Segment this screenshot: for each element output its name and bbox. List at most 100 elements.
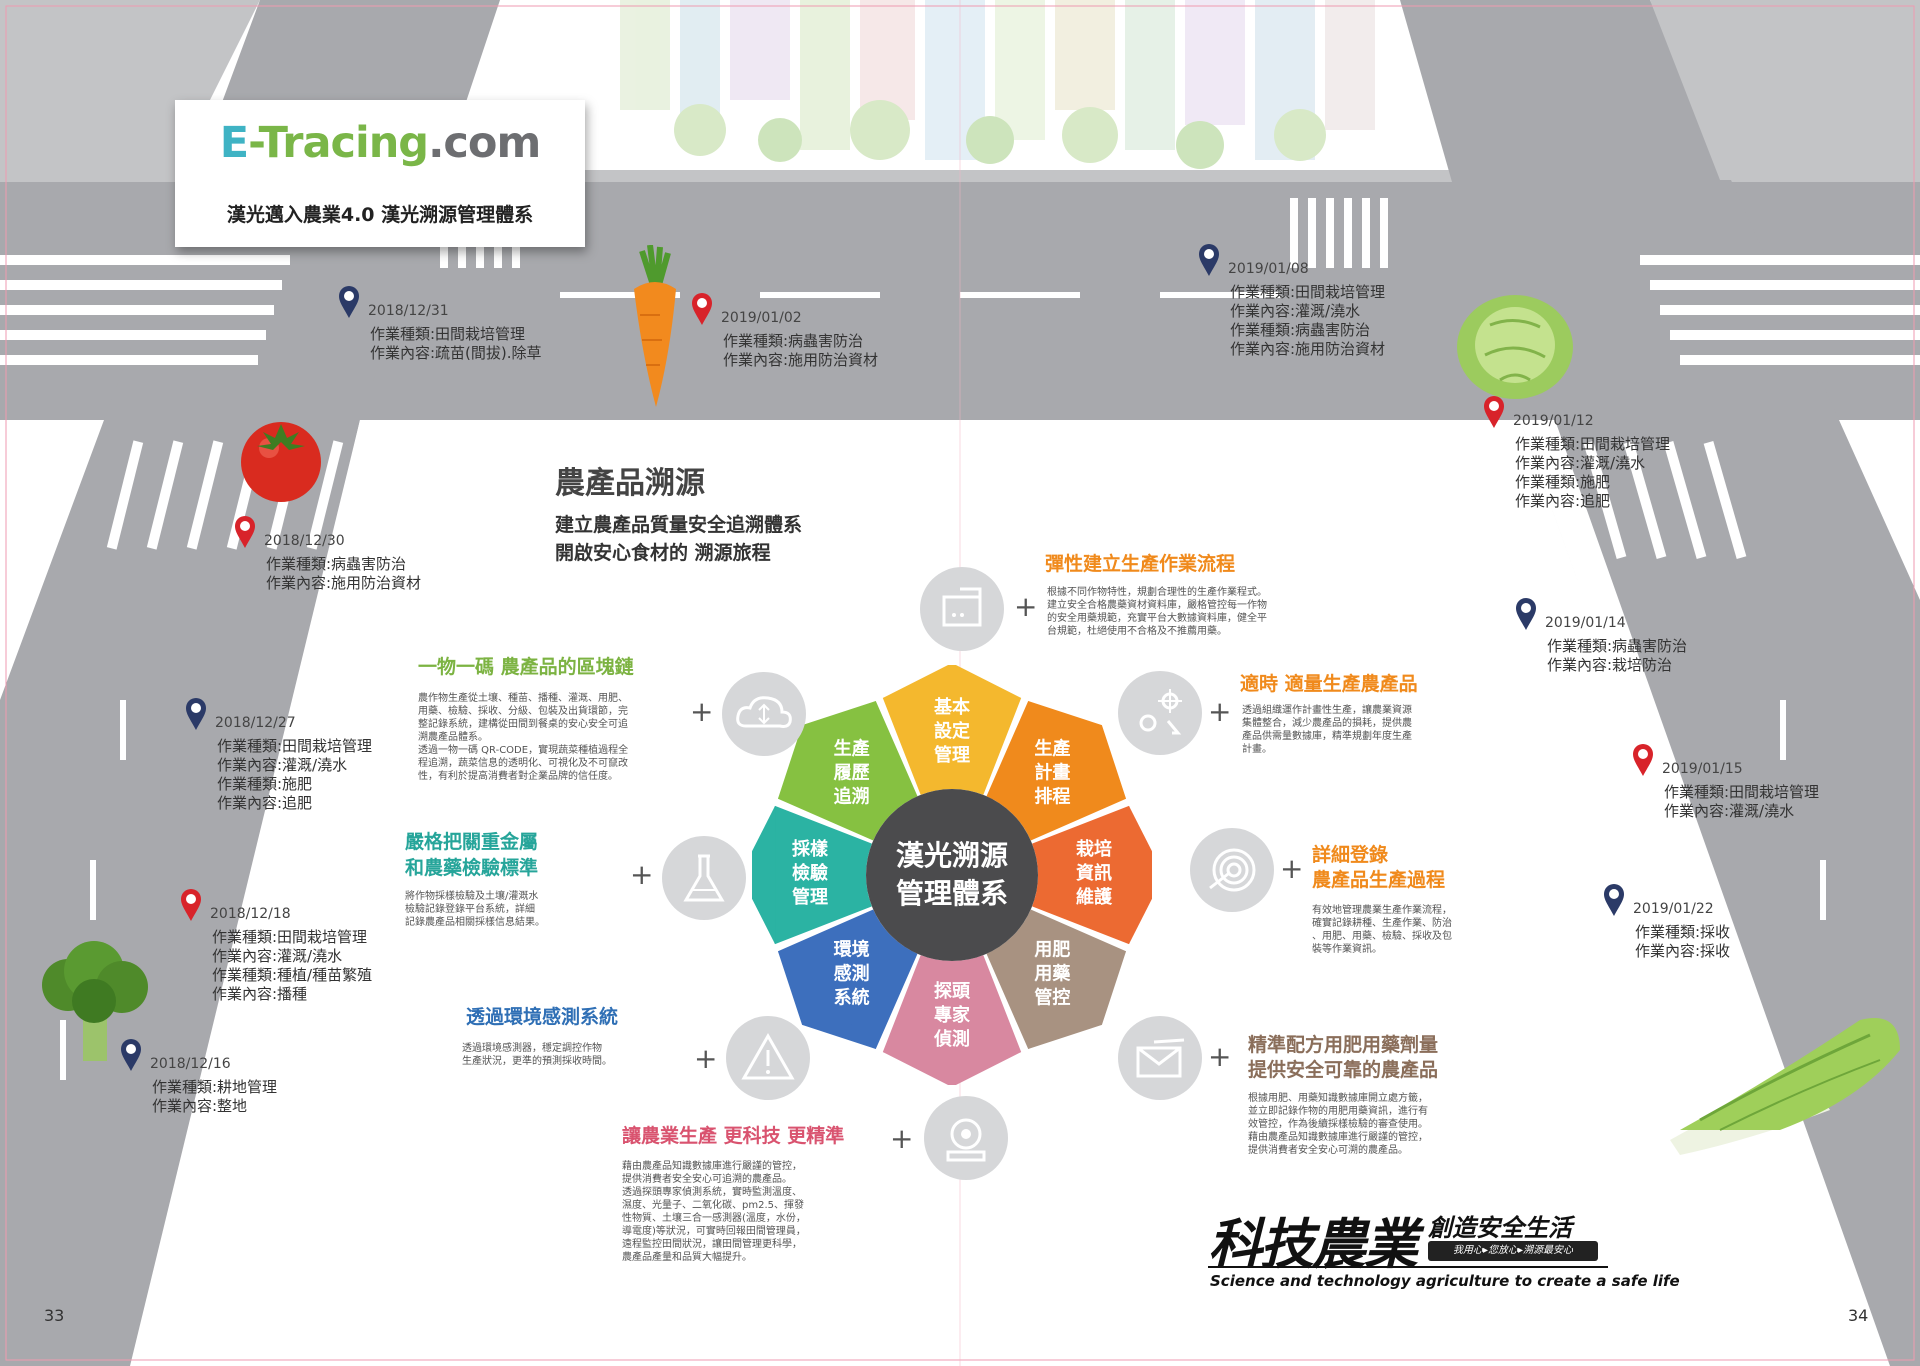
envelope-pen-icon — [1118, 1016, 1202, 1100]
wheel-segment-label: 檢驗 — [792, 862, 828, 884]
wheel-segment-label: 偵測 — [933, 1028, 970, 1050]
pin-red-icon — [692, 293, 712, 325]
section-body-line: 建立安全合格農藥資材資料庫，嚴格管控每一作物 — [1047, 600, 1267, 611]
camera-icon — [924, 1096, 1008, 1180]
cloud-sync-icon — [722, 672, 806, 756]
road-left — [0, 0, 500, 1366]
section-body-line: 用藥、檢驗、採收、分級、包裝及出貨環節，完 — [418, 706, 628, 717]
event-line: 作業內容:栽培防治 — [1547, 656, 1673, 674]
wheel-segment-label: 用肥 — [1034, 939, 1070, 960]
section-body-line: 透過組織運作計畫性生產，讓農業資源 — [1242, 705, 1412, 716]
event-line: 作業內容:施用防治資材 — [1230, 340, 1386, 358]
plus-sign: + — [1208, 695, 1232, 728]
event-line: 作業種類:田間栽培管理 — [212, 928, 368, 946]
event-line: 作業種類:病蟲害防治 — [723, 332, 864, 350]
plus-sign: + — [690, 695, 714, 728]
section-body-line: 性物質、土壤三合一感測器(溫度，水份， — [622, 1213, 806, 1224]
event-line: 作業種類:施肥 — [217, 775, 313, 793]
cabbage-icon — [1670, 1018, 1900, 1155]
event-line: 作業種類:田間栽培管理 — [1230, 283, 1386, 301]
heading-sub-1: 建立農產品質量安全追溯體系 — [555, 514, 803, 536]
pin-navy-icon — [1516, 598, 1536, 630]
wheel-center-line2: 管理體系 — [896, 877, 1008, 910]
logo-com: .com — [428, 118, 541, 168]
section-body-line: 程追溯，蔬菜信息的透明化、可視化及不可竄改 — [418, 758, 628, 769]
section-formula-title-1: 精準配方用肥用藥劑量 — [1248, 1034, 1439, 1056]
section-body-line: 根據用肥、用藥知識數據庫開立處方籤， — [1248, 1093, 1428, 1104]
event-line: 作業內容:整地 — [152, 1097, 248, 1115]
section-body-line: 透過環境感測器，穩定調控作物 — [462, 1043, 602, 1054]
plus-sign: + — [1280, 852, 1304, 885]
wheel-segment-label: 用藥 — [1034, 963, 1071, 984]
event-date: 2018/12/18 — [210, 906, 291, 922]
event-line: 作業種類:耕地管理 — [152, 1078, 278, 1096]
wheel-segment-label: 環境 — [834, 938, 870, 960]
event-date: 2018/12/30 — [264, 533, 345, 549]
section-body-line: 農產品產量和品質大幅提升。 — [622, 1252, 752, 1263]
section-flex-title: 彈性建立生產作業流程 — [1045, 553, 1236, 575]
slogan-english: Science and technology agriculture to cr… — [1210, 1272, 1680, 1290]
broccoli-icon — [42, 941, 148, 1061]
wheel-segment-label: 基本 — [933, 696, 970, 718]
wheel-segment-label: 專家 — [934, 1004, 971, 1026]
event-line: 作業內容:灌溉/澆水 — [212, 947, 343, 965]
plus-sign: + — [630, 858, 654, 891]
section-body-line: 確實記錄耕種、生產作業、防治 — [1312, 918, 1452, 929]
section-body-line: 透過一物一碼 QR-CODE，實現蔬菜種植過程全 — [418, 745, 629, 756]
event-line: 作業內容:施用防治資材 — [266, 574, 422, 592]
section-body-line: 提供消費者安全安心可追溯的農產品。 — [622, 1174, 792, 1185]
section-body-line: 的安全用藥規範，充實平台大數據資料庫，健全平 — [1047, 613, 1267, 624]
wheel-segment — [986, 700, 1127, 841]
wheel-segment — [986, 909, 1127, 1050]
event-line: 作業種類:病蟲害防治 — [266, 555, 407, 573]
wheel-center-line1: 漢光溯源 — [896, 839, 1008, 872]
event-date: 2019/01/15 — [1662, 761, 1743, 777]
heading-sub-2: 開啟安心食材的 溯源旅程 — [555, 542, 771, 564]
etracing-logo: E-Tracing.com — [175, 118, 585, 168]
carrot-icon — [634, 245, 676, 407]
event-line: 作業內容:施用防治資材 — [723, 351, 879, 369]
event-line: 作業內容:灌溉/澆水 — [1664, 802, 1795, 820]
wheel-segment — [777, 700, 918, 841]
section-body-line: 效管控，作為後續採樣檢驗的審查使用。 — [1248, 1119, 1428, 1130]
section-body-line: 生產狀況，更準的預測採收時間。 — [462, 1056, 612, 1067]
wheel-center — [866, 789, 1038, 961]
crosswalk-right — [1543, 255, 1920, 560]
section-tech-title: 讓農業生產 更科技 更精準 — [622, 1125, 845, 1147]
wheel-segment-label: 栽培 — [1076, 838, 1112, 860]
wheel-segment — [752, 805, 872, 945]
section-timely-body: 透過組織運作計畫性生產，讓農業資源集體整合，減少農產品的損耗，提供農產品供需量數… — [1242, 704, 1412, 756]
section-body-line: 產品供需量數據庫，精準規劃年度生產 — [1242, 731, 1412, 742]
section-record-title-2: 農產品生產過程 — [1312, 869, 1446, 891]
management-wheel: 基本設定管理生產計畫排程栽培資訊維護用肥用藥管控探頭專家偵測環境感測系統採樣檢驗… — [752, 665, 1152, 1085]
event-line: 作業種類:病蟲害防治 — [1547, 637, 1688, 655]
wheel-segment-tip — [752, 805, 776, 945]
wheel-segment-label: 追溯 — [834, 786, 870, 808]
pin-red-icon — [1633, 744, 1653, 776]
section-body-line: 性，有利於提高消費者對企業品牌的信任度。 — [418, 771, 618, 782]
event-line: 作業種類:採收 — [1635, 923, 1731, 941]
wheel-segment-tip — [777, 951, 876, 1050]
event-line: 作業種類:田間栽培管理 — [1515, 435, 1671, 453]
section-env-title: 透過環境感測系統 — [466, 1006, 619, 1028]
slogan-rule — [1208, 1266, 1608, 1268]
folder-icon — [920, 567, 1004, 651]
section-body-line: 溯農產品體系。 — [418, 732, 488, 743]
wheel-segment — [1032, 805, 1152, 945]
section-heavy-title-2: 和農藥檢驗標準 — [405, 857, 539, 879]
section-body-line: 計畫。 — [1242, 744, 1272, 755]
wheel-segment-tip — [1028, 700, 1127, 799]
wheel-segment-tip — [1128, 805, 1152, 945]
event-date: 2019/01/22 — [1633, 901, 1714, 917]
slogan-right: 創造安全生活 — [1428, 1214, 1572, 1242]
event-date: 2018/12/27 — [215, 715, 296, 731]
event-date: 2019/01/08 — [1228, 261, 1309, 277]
wheel-segment-label: 採樣 — [792, 838, 829, 860]
section-body-line: 透過探頭專家偵測系統，實時監測溫度、 — [622, 1187, 802, 1198]
event-line: 作業內容:播種 — [212, 985, 308, 1003]
wheel-segment-label: 探頭 — [934, 980, 971, 1002]
section-body-line: 將作物採樣檢驗及土壤/灌溉水 — [405, 891, 539, 902]
event-date: 2019/01/02 — [721, 310, 802, 326]
wheel-segment-label: 計畫 — [1034, 762, 1070, 784]
lane-dashes — [60, 292, 1826, 1080]
